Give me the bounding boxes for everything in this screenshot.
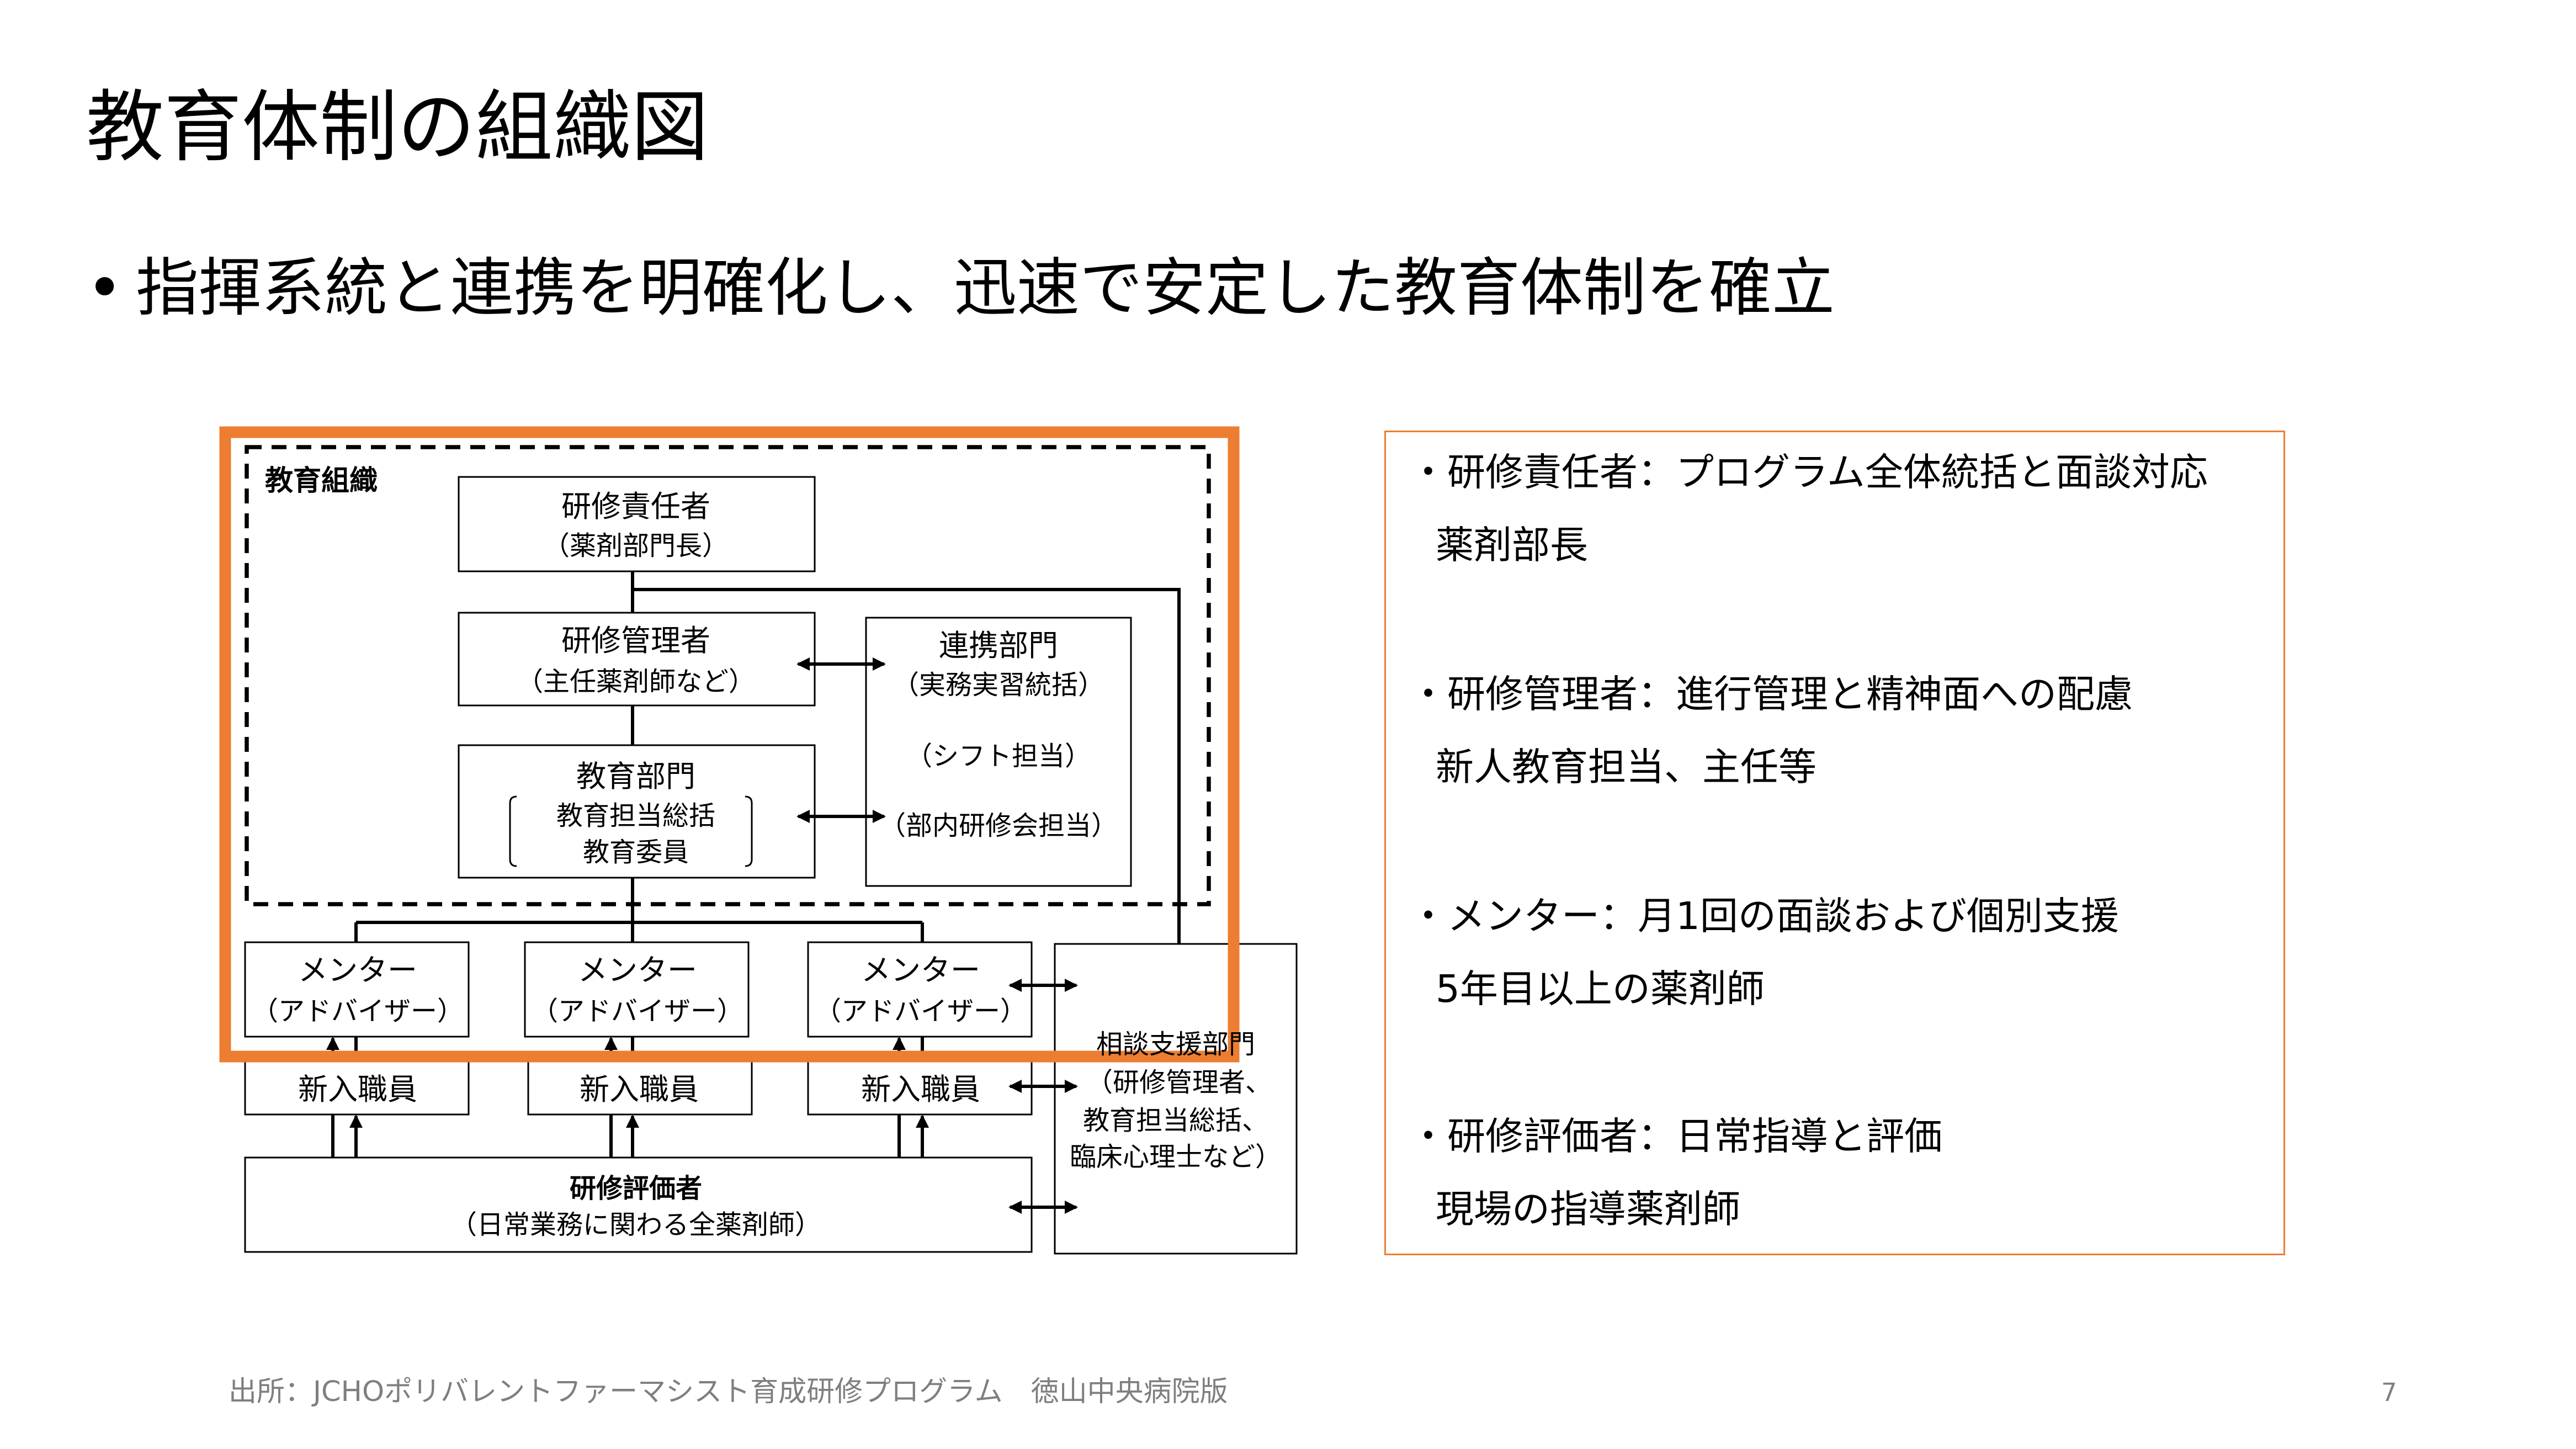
mentor-3-sub: （アドバイザー）	[815, 996, 1027, 1027]
consult-title: 相談支援部門	[1096, 1029, 1255, 1060]
box-liaison-dept	[865, 617, 1132, 887]
mentor-1-title: メンター	[298, 953, 417, 988]
edu-line2: 教育委員	[583, 837, 689, 868]
role-3: ・メンター：月1回の面談および個別支援	[1409, 896, 2119, 939]
new-staff-2: 新入職員	[580, 1072, 699, 1107]
role-1: ・研修責任者：プログラム全体統括と面談対応	[1409, 452, 2208, 495]
group-label: 教育組織	[265, 465, 378, 497]
consult-line2: 教育担当総括、	[1083, 1105, 1268, 1136]
dashed-group-border	[245, 445, 1211, 906]
box-mentor-3	[807, 941, 1033, 1038]
box-new-staff-3	[807, 1060, 1033, 1116]
bullet-point: •指揮系統と連携を明確化し、迅速で安定した教育体制を確立	[86, 237, 1835, 328]
liaison-line1: （実務実習統括）	[893, 670, 1104, 700]
liaison-line2: （シフト担当）	[906, 741, 1091, 772]
new-staff-3: 新入職員	[861, 1072, 980, 1107]
director-title: 研修責任者	[561, 489, 710, 524]
bullet-dot-icon: •	[86, 252, 124, 325]
new-staff-1: 新入職員	[298, 1072, 417, 1107]
role-2-detail: 新人教育担当、主任等	[1436, 747, 1817, 790]
edu-line1: 教育担当総括	[556, 800, 715, 831]
bracket-lines	[509, 795, 753, 867]
role-4: ・研修評価者：日常指導と評価	[1409, 1116, 1942, 1159]
mentor-3-title: メンター	[861, 953, 980, 988]
role-3-detail: 5年目以上の薬剤師	[1436, 969, 1765, 1012]
mentor-1-sub: （アドバイザー）	[252, 996, 464, 1027]
evaluator-title: 研修評価者	[570, 1173, 702, 1204]
consult-line1: （研修管理者、	[1086, 1067, 1272, 1098]
box-training-manager	[458, 612, 816, 707]
mentor-2-sub: （アドバイザー）	[532, 996, 743, 1027]
role-description-box: ・研修責任者：プログラム全体統括と面談対応 薬剤部長 ・研修管理者：進行管理と精…	[1384, 431, 2285, 1255]
slide-title: 教育体制の組織図	[86, 83, 709, 174]
director-sub: （薬剤部門長）	[543, 530, 729, 561]
box-mentor-2	[524, 941, 750, 1038]
source-footer: 出所：JCHOポリバレントファーマシスト育成研修プログラム 徳山中央病院版	[229, 1376, 1228, 1409]
highlight-frame	[219, 426, 1240, 1063]
bullet-text: 指揮系統と連携を明確化し、迅速で安定した教育体制を確立	[136, 252, 1835, 325]
box-new-staff-2	[527, 1060, 753, 1116]
consult-line3: 臨床心理士など）	[1070, 1142, 1282, 1172]
manager-sub: （主任薬剤師など）	[517, 666, 755, 697]
box-mentor-1	[244, 941, 470, 1038]
box-training-director	[458, 476, 816, 572]
role-1-detail: 薬剤部長	[1436, 525, 1588, 568]
connector-lines	[326, 571, 1181, 1214]
liaison-title: 連携部門	[939, 628, 1058, 663]
edu-title: 教育部門	[576, 759, 695, 794]
role-4-detail: 現場の指導薬剤師	[1436, 1189, 1740, 1232]
box-education-dept	[458, 744, 816, 879]
evaluator-sub: （日常業務に関わる全薬剤師）	[450, 1209, 821, 1240]
page-number: 7	[2381, 1378, 2397, 1408]
mentor-2-title: メンター	[578, 953, 697, 988]
liaison-line3: （部内研修会担当）	[879, 810, 1118, 841]
box-consult-dept	[1054, 943, 1298, 1255]
manager-title: 研修管理者	[561, 623, 710, 658]
box-evaluator	[244, 1156, 1033, 1253]
role-2: ・研修管理者：進行管理と精神面への配慮	[1409, 674, 2133, 717]
